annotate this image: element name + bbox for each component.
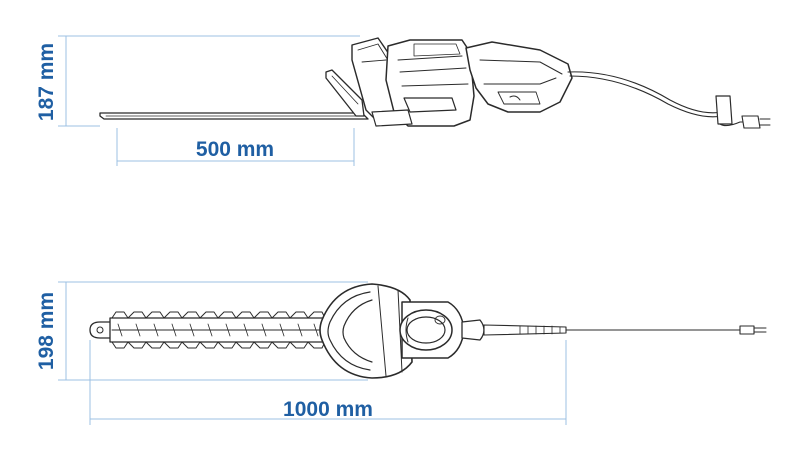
top-view-strain-relief	[483, 324, 567, 336]
top-view-blade	[109, 311, 326, 349]
top-view-front-guard	[319, 283, 413, 379]
side-view: 187 mm 500 mm	[35, 35, 771, 166]
side-view-cable	[567, 71, 723, 114]
blade-length-dimension: 500 mm	[116, 128, 355, 166]
side-height-dimension: 187 mm	[35, 35, 360, 127]
top-view: 198 mm 1000 mm	[35, 281, 767, 425]
top-height-label: 198 mm	[35, 292, 58, 370]
side-view-motor-housing	[385, 39, 475, 127]
total-length-dimension: 1000 mm	[89, 340, 567, 425]
side-view-blade	[99, 112, 369, 120]
top-view-rear-cap	[461, 319, 485, 341]
side-view-rear-handle	[465, 41, 573, 113]
top-height-dimension: 198 mm	[35, 281, 368, 381]
side-height-label: 187 mm	[35, 43, 58, 121]
side-view-hand-guard	[325, 69, 365, 117]
total-length-label: 1000 mm	[283, 398, 373, 421]
top-view-plug	[739, 325, 767, 335]
top-view-blade-tip	[89, 321, 113, 339]
side-view-plug	[715, 95, 771, 129]
side-view-switch	[371, 109, 413, 127]
blade-length-label: 500 mm	[196, 138, 274, 161]
top-view-rear-handle	[399, 309, 453, 351]
